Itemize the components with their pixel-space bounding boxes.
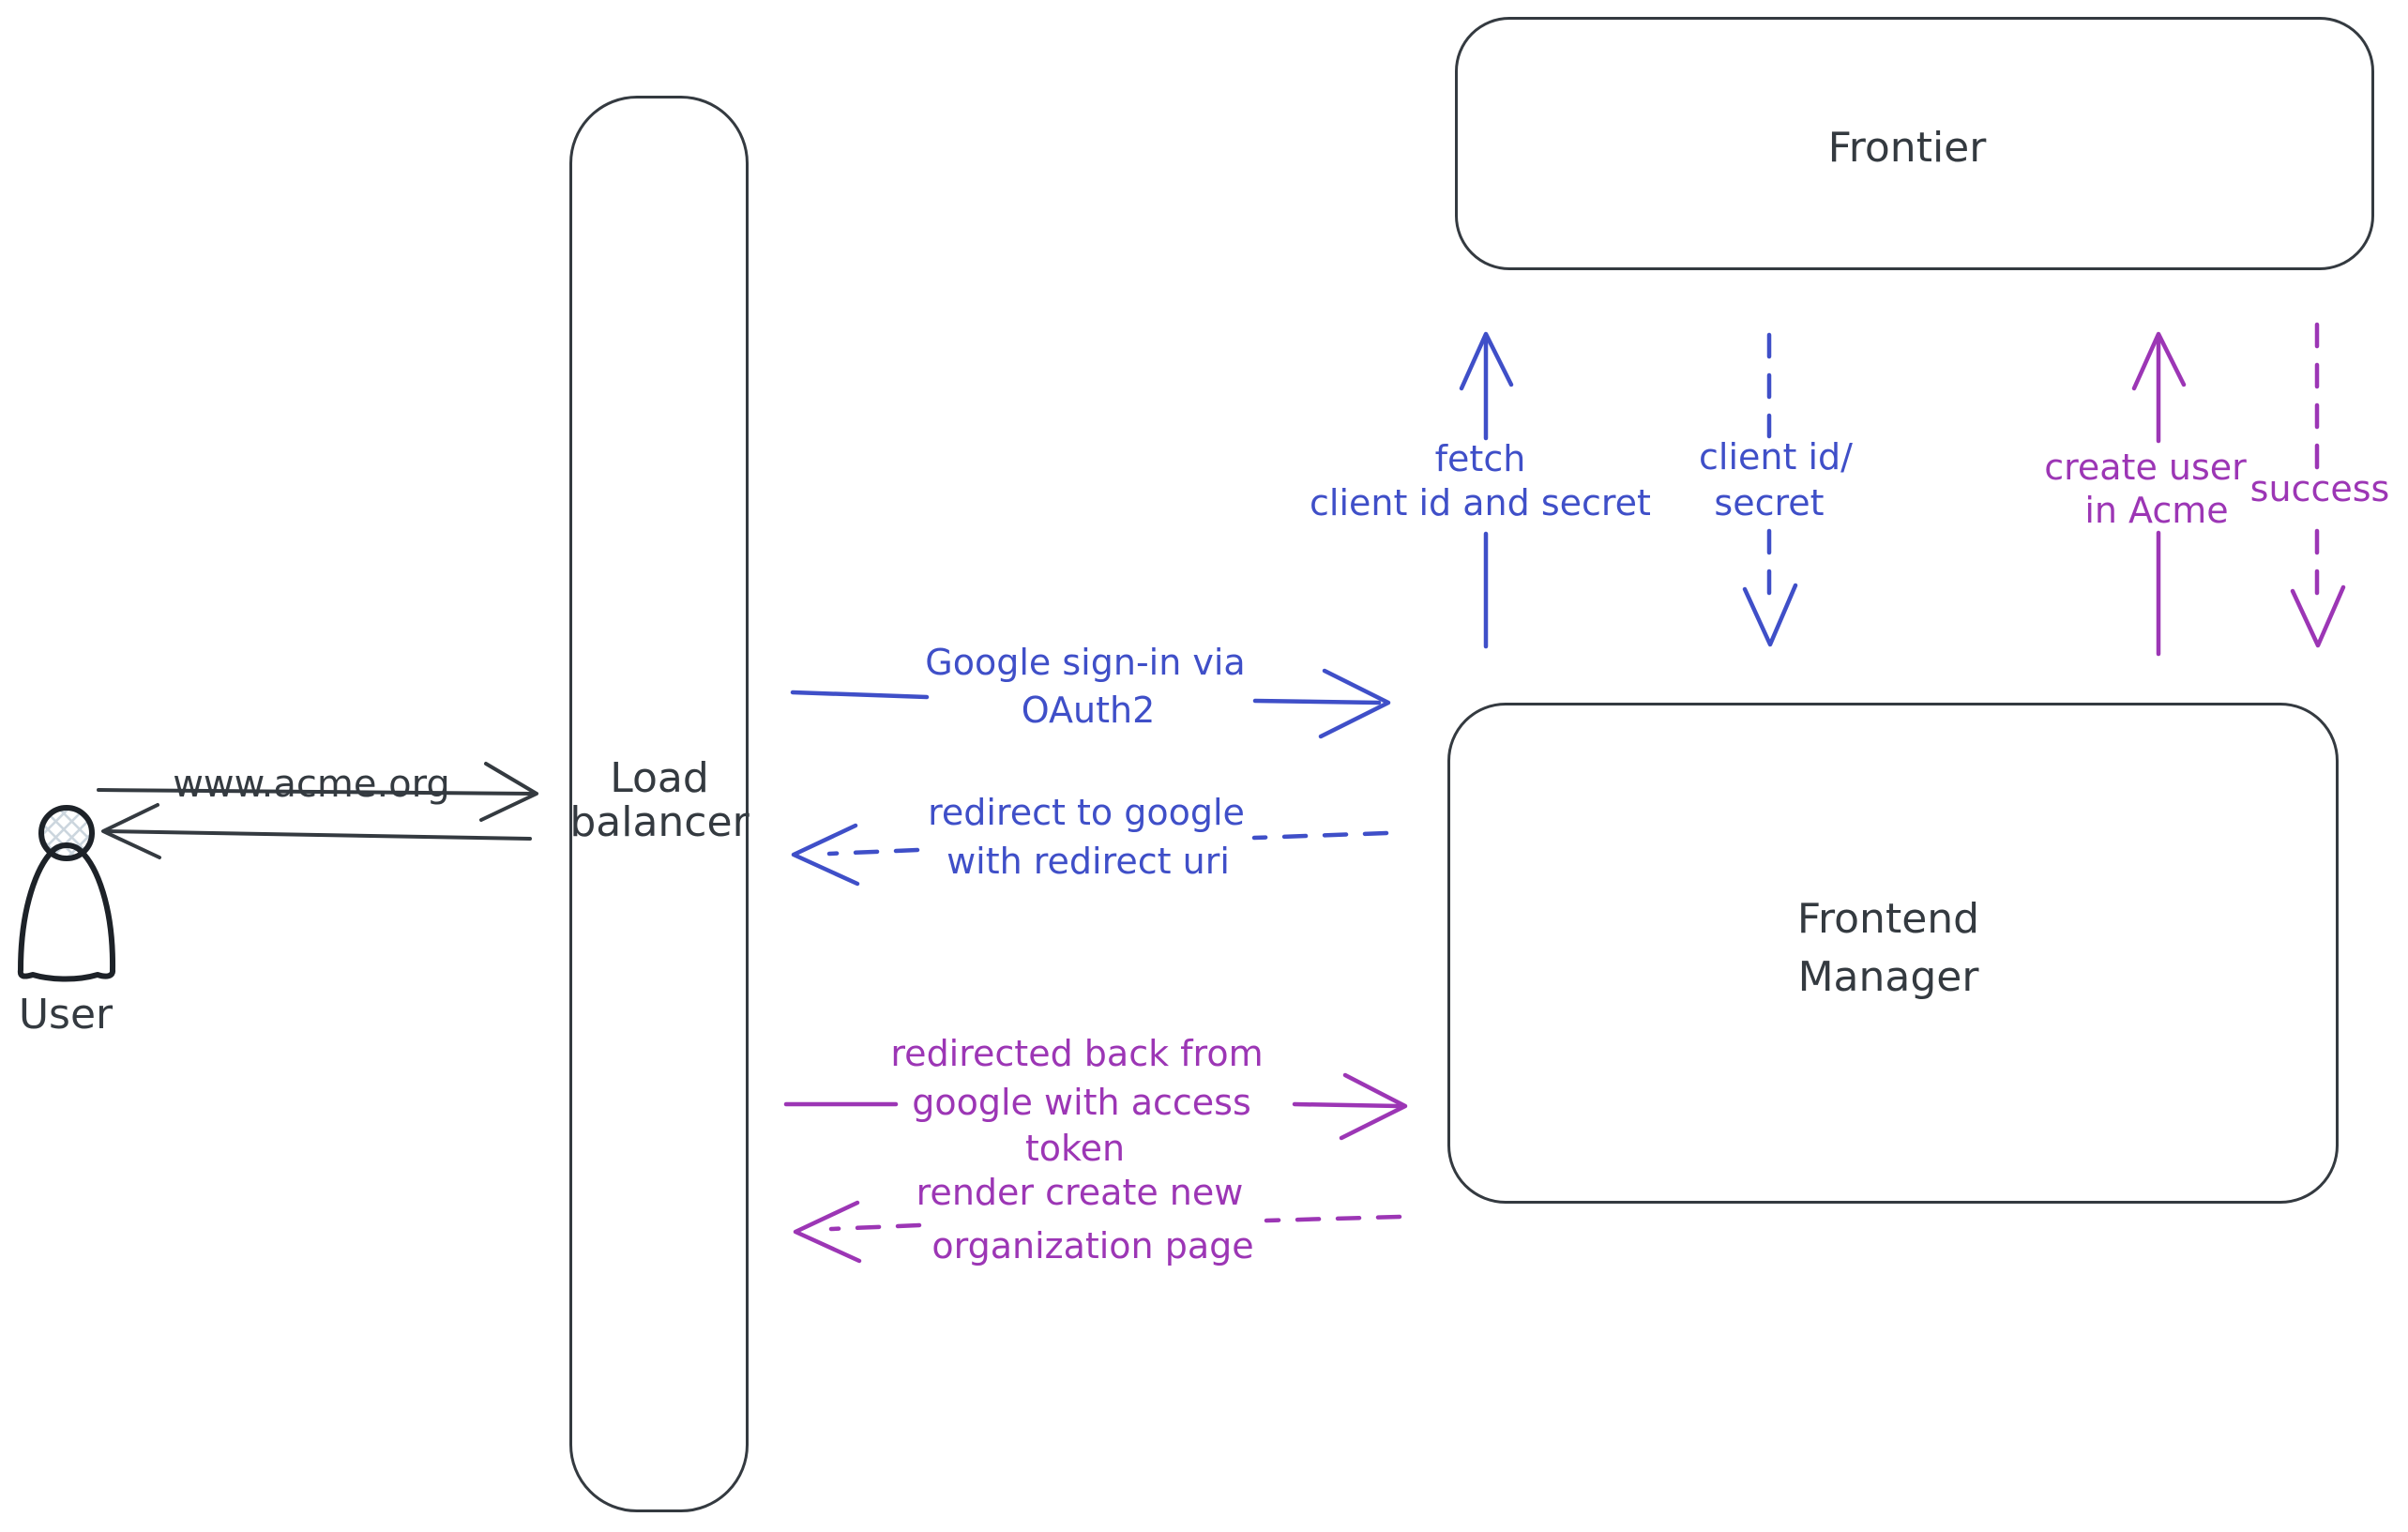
edge-label-www-acme: www.acme.org — [173, 763, 450, 806]
edge-label-render-page-line2: organization page — [931, 1225, 1254, 1267]
user-person-icon[interactable] — [17, 805, 116, 982]
edge-label-redirected-back-line3: token — [1024, 1128, 1126, 1170]
user-label: User — [18, 990, 114, 1039]
load-balancer-node[interactable] — [569, 96, 749, 1512]
edge-label-fetch-line2: client id and secret — [1310, 482, 1651, 524]
frontend-manager-label-line2: Manager — [1797, 952, 1979, 1001]
frontend-manager-node[interactable] — [1447, 703, 2339, 1204]
arrow-www-acme[interactable] — [97, 762, 538, 822]
edge-label-clientid-line2: secret — [1714, 482, 1825, 524]
edge-label-redirect-line2: with redirect uri — [947, 841, 1230, 883]
edge-label-redirect-line1: redirect to google — [928, 792, 1245, 834]
edge-label-fetch-line1: fetch — [1434, 438, 1526, 480]
edge-label-render-page-line1: render create new — [916, 1172, 1244, 1214]
load-balancer-label-line2: balancer — [569, 797, 750, 846]
frontier-label: Frontier — [1827, 123, 1987, 172]
arrow-success[interactable] — [2290, 322, 2346, 648]
edge-label-google-signin-line2: OAuth2 — [1021, 690, 1156, 732]
edge-label-success: success — [2249, 468, 2390, 510]
arrow-redirected-back[interactable] — [783, 1072, 1408, 1141]
arrow-fetch-client-id[interactable] — [1459, 331, 1514, 649]
arrow-client-id-secret[interactable] — [1742, 332, 1798, 647]
arrow-google-signin[interactable] — [790, 668, 1391, 739]
load-balancer-label-line1: Load — [610, 753, 709, 802]
frontend-manager-label-line1: Frontend — [1796, 894, 1980, 943]
edge-label-clientid-line1: client id/ — [1699, 436, 1853, 478]
arrow-redirect-to-google[interactable] — [791, 823, 1389, 887]
arrow-create-user[interactable] — [2131, 331, 2187, 657]
arrow-return-to-user[interactable] — [101, 803, 532, 859]
frontier-node[interactable] — [1455, 17, 2374, 270]
edge-label-create-user-line2: in Acme — [2084, 490, 2229, 532]
arrow-render-org-page[interactable] — [793, 1200, 1402, 1264]
edge-label-create-user-line1: create user — [2044, 447, 2247, 489]
edge-label-redirected-back-line2: google with access — [912, 1082, 1251, 1124]
edge-label-redirected-back-line1: redirected back from — [890, 1033, 1264, 1075]
edge-label-google-signin-line1: Google sign-in via — [925, 642, 1246, 684]
